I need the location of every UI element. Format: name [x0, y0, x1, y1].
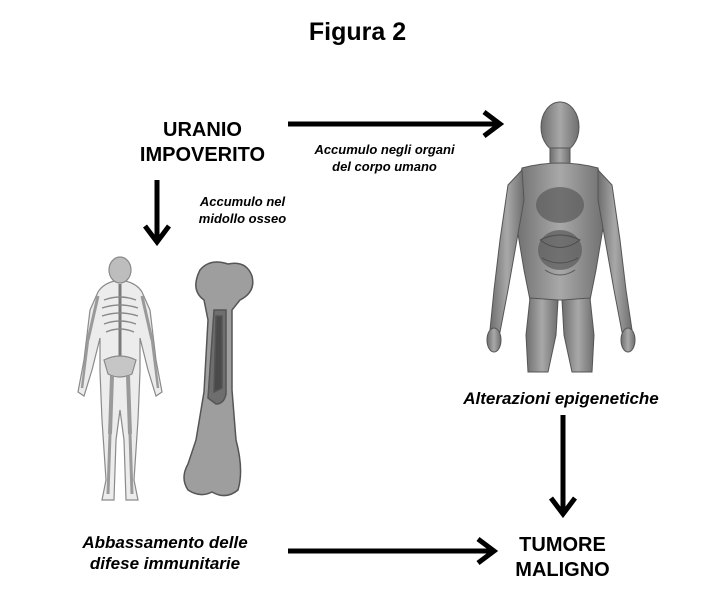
- node-abbassamento-line1: Abbassamento delle: [82, 533, 248, 552]
- label-accumulo-organi-line1: Accumulo negli organi: [314, 142, 455, 157]
- node-abbassamento-line2: difese immunitarie: [89, 554, 241, 573]
- arrow-uranio-to-organi: [288, 110, 505, 138]
- node-tumore-line2: MALIGNO: [515, 559, 610, 581]
- arrow-alterazioni-to-tumore: [549, 415, 577, 519]
- arrow-uranio-to-midollo: [143, 180, 171, 247]
- node-uranio-impoverito: URANIO IMPOVERITO: [130, 118, 275, 168]
- figure-title: Figura 2: [308, 18, 407, 46]
- node-alterazioni-epigenetiche: Alterazioni epigenetiche: [463, 389, 659, 408]
- arrow-abbassamento-to-tumore: [288, 537, 499, 565]
- node-tumore-line1: TUMORE: [519, 534, 606, 556]
- node-abbassamento-difese: Abbassamento delle difese immunitarie: [50, 532, 280, 574]
- label-accumulo-organi-line2: del corpo umano: [332, 159, 437, 174]
- label-accumulo-midollo-line1: Accumulo nel: [199, 194, 286, 209]
- node-uranio-line2: IMPOVERITO: [139, 144, 266, 166]
- label-accumulo-organi: Accumulo negli organi del corpo umano: [292, 141, 477, 175]
- node-uranio-line1: URANIO: [163, 119, 242, 141]
- label-accumulo-midollo-line2: midollo osseo: [198, 211, 287, 226]
- node-tumore-maligno: TUMORE MALIGNO: [495, 533, 630, 583]
- label-accumulo-midollo: Accumulo nel midollo osseo: [180, 193, 305, 227]
